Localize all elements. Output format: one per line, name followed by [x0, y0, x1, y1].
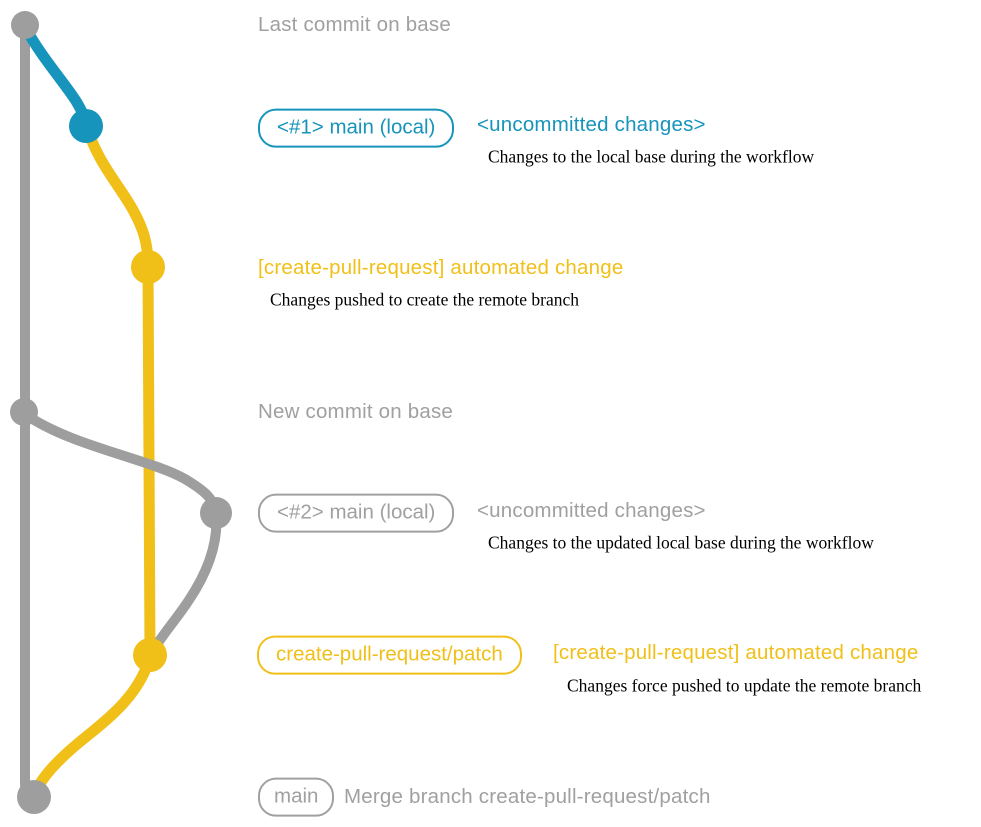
automated-change-description-1: Changes pushed to create the remote bran…	[270, 289, 580, 310]
commit-node-merge	[17, 780, 51, 814]
commit-node-uncommitted-1	[69, 109, 103, 143]
uncommitted-changes-label-1: <uncommitted changes>	[477, 113, 706, 136]
commit-node-last-base	[11, 11, 39, 39]
automated-change-label-2: [create-pull-request] automated change	[553, 641, 919, 664]
uncommitted-changes-description-1: Changes to the local base during the wor…	[488, 146, 815, 167]
branch-badge-main: main	[258, 777, 335, 817]
branch-badge-main-local-1: <#1> main (local)	[258, 108, 455, 148]
updated-local-branch-curve-lower	[146, 508, 222, 659]
new-commit-label: New commit on base	[258, 400, 454, 423]
local-main-branch-line	[19, 21, 93, 131]
patch-branch-curve-top	[81, 121, 154, 272]
branch-badge-main-local-2: <#2> main (local)	[258, 493, 455, 533]
merge-commit-label: Merge branch create-pull-request/patch	[344, 785, 711, 808]
commit-node-uncommitted-2	[200, 497, 232, 529]
last-commit-label: Last commit on base	[258, 13, 451, 36]
updated-local-branch-curve	[20, 409, 221, 518]
patch-merge-curve	[28, 650, 156, 802]
branch-badge-patch: create-pull-request/patch	[257, 635, 522, 675]
automated-change-label-1: [create-pull-request] automated change	[258, 256, 624, 279]
automated-change-description-2: Changes force pushed to update the remot…	[567, 675, 922, 696]
commit-node-automated-1	[131, 250, 165, 284]
uncommitted-changes-label-2: <uncommitted changes>	[477, 499, 706, 522]
commit-node-new-base	[10, 398, 38, 426]
uncommitted-changes-description-2: Changes to the updated local base during…	[488, 532, 874, 553]
commit-node-automated-2	[133, 638, 167, 672]
